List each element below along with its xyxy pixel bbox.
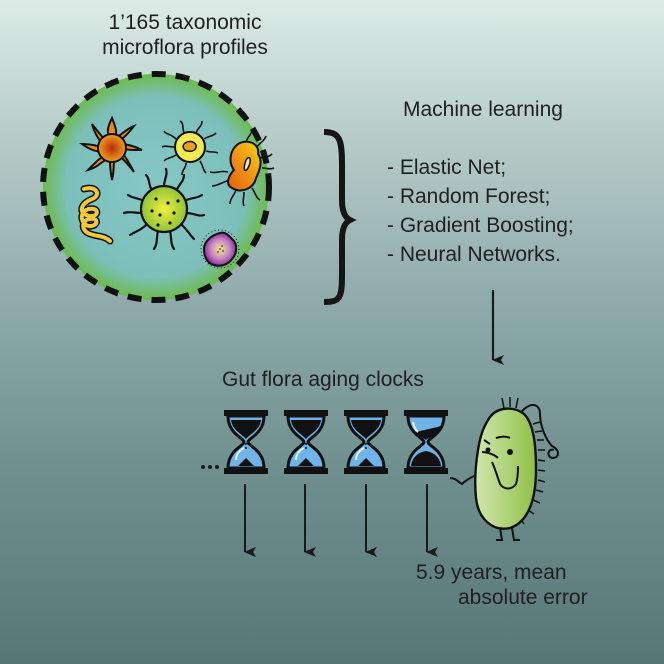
hourglass-icon-4 xyxy=(402,408,450,476)
ellipsis-dots xyxy=(201,465,219,469)
clocks-title: Gut flora aging clocks xyxy=(222,368,424,391)
result-line1: 5.9 years, mean xyxy=(416,561,567,584)
microbe-spiral xyxy=(78,184,114,245)
hourglass-icon-2 xyxy=(282,408,330,476)
ml-method-gradient-boosting: - Gradient Boosting; xyxy=(387,214,574,237)
ml-method-neural-networks: - Neural Networks. xyxy=(387,243,561,266)
curly-brace xyxy=(323,129,357,305)
hourglass-icon-3 xyxy=(342,408,390,476)
ml-methods-list: - Elastic Net; - Random Forest; - Gradie… xyxy=(387,153,574,269)
bacterium-mascot-icon xyxy=(449,397,559,541)
input-title-line2: microflora profiles xyxy=(102,36,268,59)
hourglass-icon-1 xyxy=(222,408,270,476)
ml-method-elastic-net: - Elastic Net; xyxy=(387,156,507,179)
result-text: 5.9 years, mean absolute error xyxy=(416,560,588,610)
microbe-green-sphere xyxy=(122,167,206,251)
microbe-orange-blob xyxy=(209,129,275,207)
ml-title: Machine learning xyxy=(403,98,563,121)
microbe-purple-flower xyxy=(200,229,240,269)
result-line2: absolute error xyxy=(458,586,588,609)
ml-method-random-forest: - Random Forest; xyxy=(387,185,551,208)
microbe-yellow-ciliate xyxy=(161,120,219,176)
input-title-line1: 1’165 taxonomic xyxy=(108,11,262,34)
input-title: 1’165 taxonomic microflora profiles xyxy=(95,10,275,60)
microbe-orange-star xyxy=(78,115,143,181)
